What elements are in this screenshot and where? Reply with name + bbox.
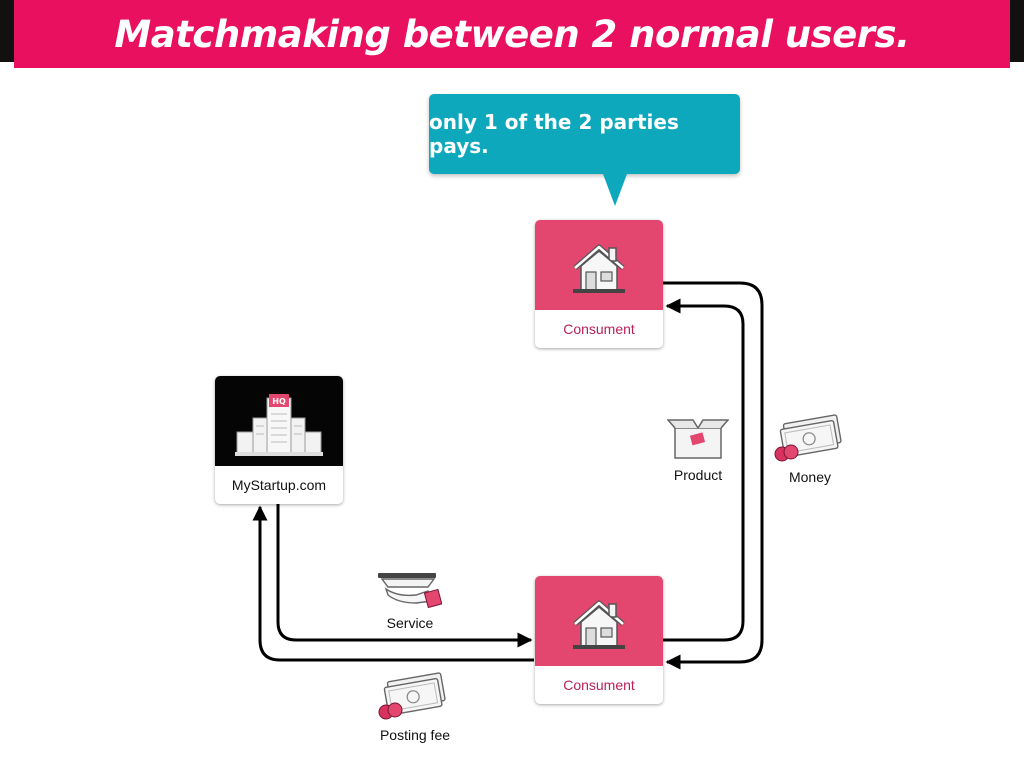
startup-node: HQ MyStartup.com — [215, 376, 343, 504]
flow-arrow-posting-fee — [252, 505, 534, 662]
flow-label-money: Money — [788, 469, 832, 485]
flow-arrow-product — [663, 298, 745, 642]
consumer-node-bottom: Consument — [535, 576, 663, 704]
callout-bubble: only 1 of the 2 parties pays. — [429, 94, 740, 206]
house-icon — [573, 244, 625, 293]
money-bills-icon — [378, 672, 446, 720]
flow-label-posting-fee: Posting fee — [379, 727, 451, 743]
consumer-label: Consument — [563, 321, 635, 337]
flow-label-service: Service — [386, 615, 434, 631]
callout-text: only 1 of the 2 parties pays. — [429, 110, 679, 158]
flow-label-product: Product — [673, 467, 723, 483]
service-hand-icon — [378, 573, 442, 609]
page-title: Matchmaking between 2 normal users. — [114, 12, 910, 56]
hq-badge-text: HQ — [272, 397, 286, 406]
money-bills-icon — [774, 414, 842, 462]
flow-arrow-service — [276, 503, 533, 648]
banner-edge-left — [0, 0, 16, 62]
consumer-node-top: Consument — [535, 220, 663, 348]
package-icon — [667, 419, 729, 459]
hq-building-icon: HQ — [235, 394, 323, 456]
consumer-label: Consument — [563, 677, 635, 693]
title-banner: Matchmaking between 2 normal users. — [14, 0, 1010, 68]
flow-arrow-money — [663, 281, 764, 670]
house-icon — [573, 600, 625, 649]
startup-label: MyStartup.com — [231, 477, 327, 493]
banner-edge-right — [1008, 0, 1024, 62]
